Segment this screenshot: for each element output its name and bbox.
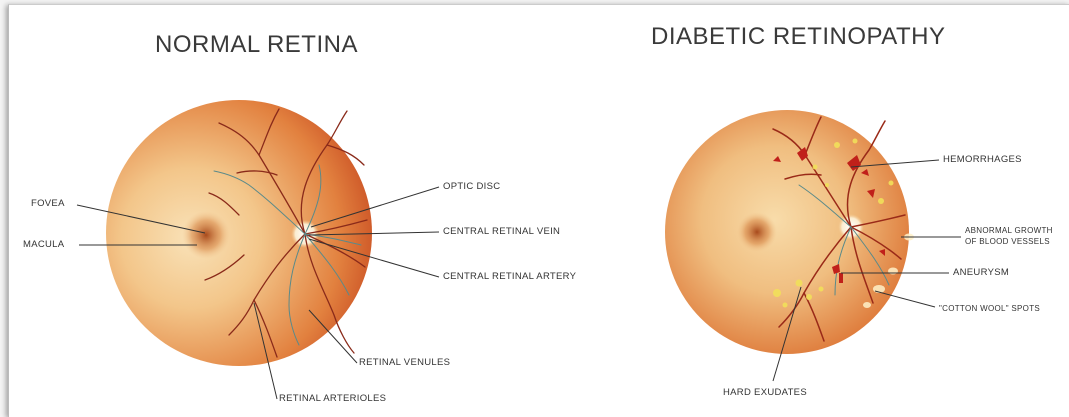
label-cotton-wool-spots: "COTTON WOOL" SPOTS [939, 303, 1040, 314]
label-hemorrhages: HEMORRHAGES [943, 154, 1022, 165]
diabetic-retina [665, 110, 961, 381]
label-aneurysm: ANEURYSM [953, 267, 1009, 278]
label-central-retinal-vein: CENTRAL RETINAL VEIN [443, 226, 560, 237]
normal-retina-disc [106, 100, 372, 366]
label-abnormal-growth-line1: ABNORMAL GROWTH [965, 225, 1053, 236]
label-abnormal-growth-line2: OF BLOOD VESSELS [965, 236, 1050, 247]
normal-retina [77, 100, 439, 399]
diagram-frame: NORMAL RETINA DIABETIC RETINOPATHY [8, 4, 1069, 417]
label-retinal-arterioles: RETINAL ARTERIOLES [279, 393, 386, 404]
retina-diagrams [9, 5, 1069, 417]
label-hard-exudates: HARD EXUDATES [723, 387, 807, 398]
macula-fovea-spot [182, 211, 230, 259]
label-macula: MACULA [23, 239, 64, 250]
label-central-retinal-artery: CENTRAL RETINAL ARTERY [443, 271, 576, 282]
diabetic-macula-spot [737, 212, 777, 252]
label-fovea: FOVEA [31, 198, 65, 209]
label-retinal-venules: RETINAL VENULES [359, 357, 450, 368]
label-optic-disc: OPTIC DISC [443, 181, 500, 192]
